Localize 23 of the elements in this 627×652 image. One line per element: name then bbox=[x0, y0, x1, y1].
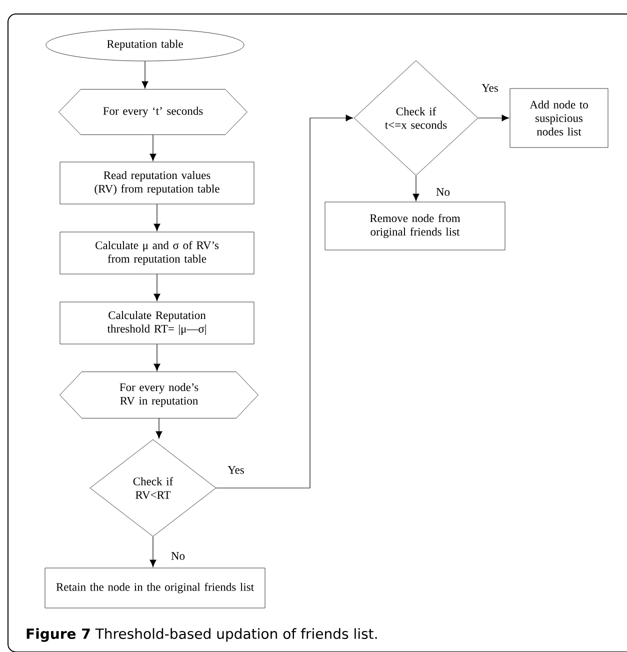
edge-label: Yes bbox=[480, 83, 500, 93]
arrow bbox=[154, 204, 160, 232]
edge-label: No bbox=[434, 187, 452, 197]
arrow bbox=[150, 134, 156, 162]
edge-label: No bbox=[170, 551, 186, 561]
process-box: Calculate μ and σ of RV’s from reputation table bbox=[60, 232, 254, 274]
loop-hexagon: For every node’s RV in reputation bbox=[60, 372, 258, 418]
arrow bbox=[156, 418, 162, 439]
arrow bbox=[216, 114, 354, 488]
process-box: Read reputation values (RV) from reputation table bbox=[60, 162, 254, 204]
arrow bbox=[142, 60, 148, 89]
process-box: Add node to suspicious nodes list bbox=[510, 88, 608, 148]
edge-label: Yes bbox=[226, 465, 246, 475]
figure-caption: Figure 7 Threshold-based updation of friends list. bbox=[26, 628, 377, 642]
loop-hexagon: For every ‘t’ seconds bbox=[58, 89, 248, 135]
process-box: Retain the node in the original friends list bbox=[44, 568, 266, 608]
arrow bbox=[150, 536, 156, 568]
process-box: Calculate Reputation threshold RT= |μ—σ| bbox=[60, 302, 254, 344]
arrow bbox=[154, 274, 160, 302]
arrow bbox=[154, 344, 160, 372]
process-box: Remove node from original friends list bbox=[324, 202, 506, 250]
arrow bbox=[412, 175, 420, 202]
arrow bbox=[478, 114, 510, 122]
